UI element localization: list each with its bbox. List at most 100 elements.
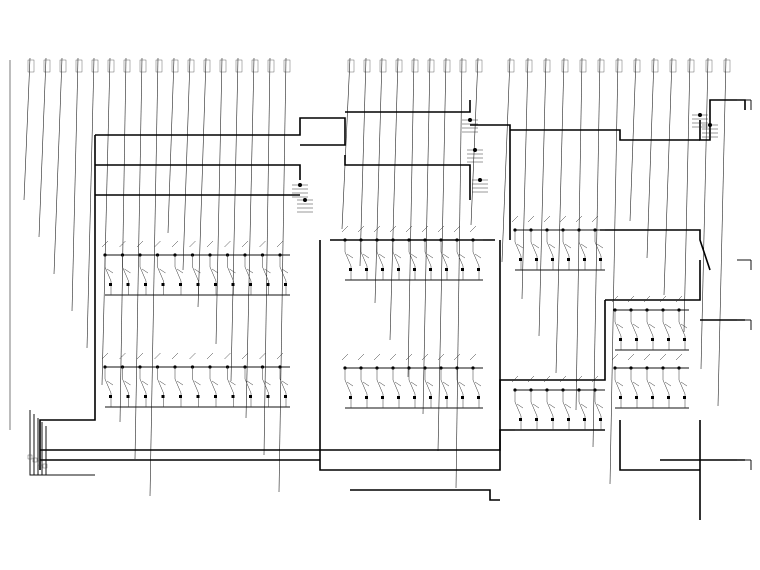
riser-leader-line [521,57,529,300]
fixture-symbol [249,283,252,286]
fixture-branch [279,255,287,295]
riser-tag [411,59,419,73]
riser-tag [427,59,435,73]
branch-label-tick [136,240,144,248]
fixture-symbol [567,258,570,261]
riser-leader-line [53,57,63,275]
riser-tag [475,59,483,73]
fixture-branch [157,255,164,295]
fixture-symbol [567,418,570,421]
branch-label-tick [136,352,144,360]
fixture-branch [209,367,217,407]
fixture-branch [546,230,554,270]
fixture-branch [514,390,522,430]
riser-leader-line [134,57,143,460]
riser-leader-line [538,57,547,337]
branch-label-tick [229,268,236,274]
branch-label-tick [141,268,149,274]
branch-label-tick [611,295,619,303]
main-pipe-run [510,129,700,141]
branch-label-tick [421,225,429,233]
branch-label-tick [675,353,683,361]
riser-tag [155,59,163,73]
branch-label-tick [543,375,551,383]
branch-label-tick [246,380,254,386]
riser-leader-line [341,57,351,230]
riser-tag [507,59,515,73]
branch-label-tick [373,225,381,233]
fixture-branch [630,368,638,408]
fixture-branch [440,240,448,280]
fixture-symbol [349,268,352,271]
fixture-branch [262,367,269,407]
fixture-branch [662,368,670,408]
branch-label-tick [632,381,640,387]
riser-tag [379,59,387,73]
riser-leader-line [197,57,207,308]
branch-label-tick [437,225,445,233]
fixture-symbol [519,418,522,421]
fixture-symbol [144,395,147,398]
fixture-branch [376,240,384,280]
riser-tag [43,59,51,73]
fixture-symbol [445,396,448,399]
fixture-branch [514,230,522,270]
branch-label-tick [154,352,161,360]
branch-label-tick [575,215,583,223]
branch-label-tick [276,240,284,248]
fixture-branch [262,255,269,295]
riser-leader-line [609,57,619,485]
branch-label-tick [189,240,196,248]
fixture-branch [104,367,112,407]
branch-label-tick [527,215,535,223]
fixture-symbol [429,396,432,399]
branch-label-tick [659,353,667,361]
branch-label-tick [211,268,219,274]
branch-label-tick [276,352,284,360]
branch-label-tick [516,243,524,249]
branch-label-tick [511,215,519,223]
fixture-symbol [284,283,287,286]
fixture-branch [424,240,432,280]
branch-label-tick [194,380,201,386]
main-pipe-run [345,100,471,113]
riser-leader-line [86,57,95,349]
fixture-branch [376,368,384,408]
fixture-branch [562,390,570,430]
branch-label-tick [532,243,540,249]
riser-leader-line [101,57,111,386]
fixture-symbol [126,395,130,398]
fixture-symbol [461,396,464,399]
fixture-symbol [635,396,638,399]
branch-label-tick [394,381,402,387]
branch-label-tick [474,253,482,259]
riser-leader-line [71,57,79,312]
branch-label-tick [206,352,214,360]
riser-leader-line [717,57,727,407]
valve-symbol [478,178,482,182]
fixture-branch [227,367,234,407]
fixture-branch [392,240,400,280]
fixture-symbol [599,258,602,261]
branch-label-tick [259,352,266,360]
branch-label-tick [106,380,114,386]
riser-leader-line [359,57,367,267]
branch-label-tick [211,380,219,386]
fixture-symbol [535,418,538,421]
fixture-symbol [349,396,352,399]
branch-label-tick [426,381,434,387]
branch-label-tick [627,353,635,361]
branch-label-tick [680,323,688,329]
fixture-branch [408,240,416,280]
fixture-branch [344,240,352,280]
main-pipe-run [605,260,701,301]
branch-label-tick [564,243,572,249]
branch-label-tick [357,353,365,361]
riser-leader-line [455,57,463,489]
feed-pipe [37,418,95,476]
fixture-symbol [619,338,622,341]
fixture-symbol [667,396,670,399]
branch-label-tick [405,225,413,233]
valve-symbol [468,118,472,122]
